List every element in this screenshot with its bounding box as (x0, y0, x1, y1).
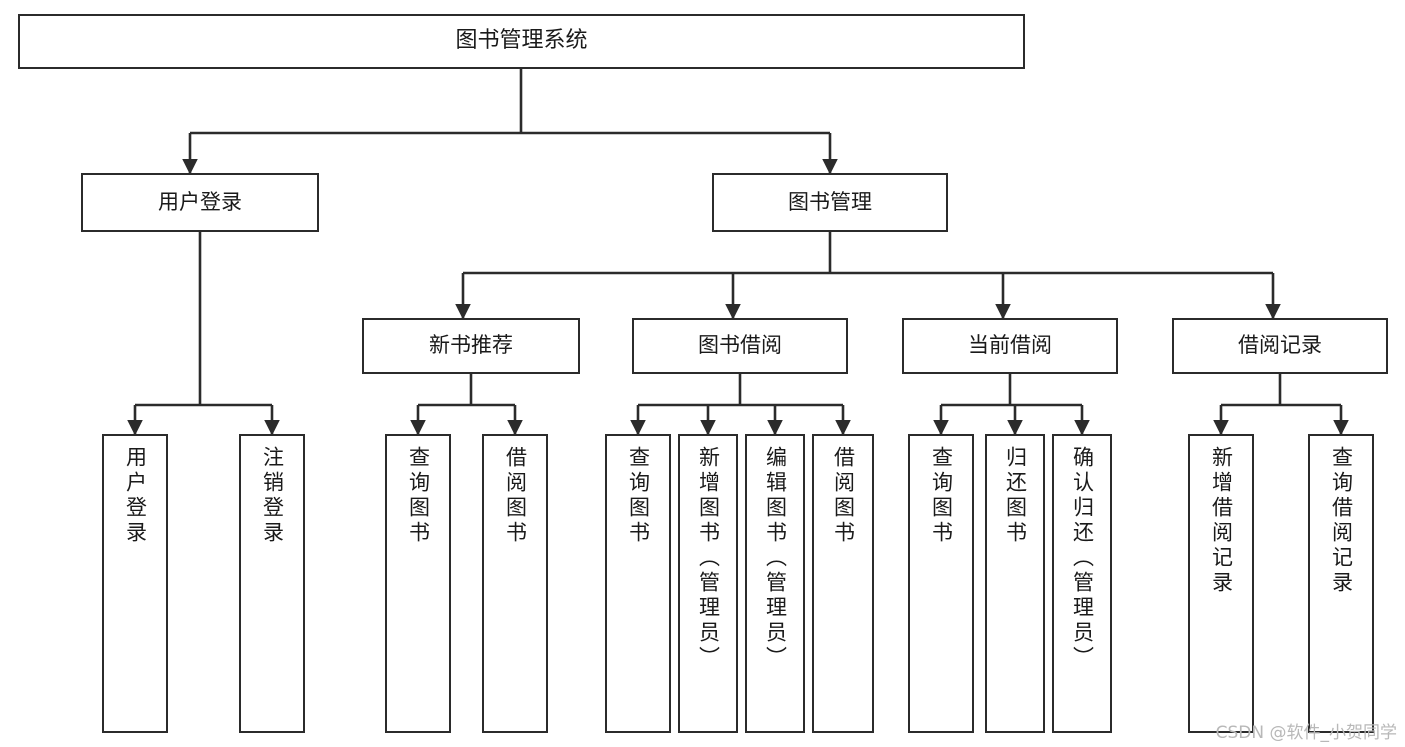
node-submodule-new-book-recommend[interactable]: 新书推荐 (362, 318, 580, 374)
node-label: 编辑图书（管理员） (763, 446, 788, 671)
node-function-leaf-user-logout[interactable]: 注销登录 (239, 434, 305, 733)
node-function-leaf-query-book-recommend[interactable]: 查询图书 (385, 434, 451, 733)
node-label: 新书推荐 (429, 333, 513, 358)
node-label: 当前借阅 (968, 333, 1052, 358)
node-function-leaf-borrow-book[interactable]: 借阅图书 (812, 434, 874, 733)
node-label: 图书管理 (788, 189, 872, 214)
node-label: 用户登录 (123, 446, 148, 546)
node-function-leaf-query-book-current[interactable]: 查询图书 (908, 434, 974, 733)
node-function-leaf-confirm-return-admin[interactable]: 确认归还（管理员） (1052, 434, 1112, 733)
node-label: 借阅图书 (503, 446, 528, 546)
node-function-leaf-query-book-borrow[interactable]: 查询图书 (605, 434, 671, 733)
node-label: 归还图书 (1003, 446, 1028, 546)
node-submodule-current-borrow[interactable]: 当前借阅 (902, 318, 1118, 374)
node-label: 查询图书 (406, 446, 431, 546)
node-label: 用户登录 (158, 189, 242, 214)
node-function-leaf-add-book-admin[interactable]: 新增图书（管理员） (678, 434, 738, 733)
node-label: 图书管理系统 (455, 28, 588, 54)
node-label: 新增图书（管理员） (696, 446, 721, 671)
node-module-user-login[interactable]: 用户登录 (81, 173, 319, 232)
node-function-leaf-borrow-book-recommend[interactable]: 借阅图书 (482, 434, 548, 733)
node-label: 借阅图书 (831, 446, 856, 546)
node-function-leaf-user-login[interactable]: 用户登录 (102, 434, 168, 733)
node-module-book-manage[interactable]: 图书管理 (712, 173, 948, 232)
node-label: 新增借阅记录 (1209, 446, 1234, 596)
node-label: 图书借阅 (698, 333, 782, 358)
node-function-leaf-edit-book-admin[interactable]: 编辑图书（管理员） (745, 434, 805, 733)
node-submodule-borrow-record[interactable]: 借阅记录 (1172, 318, 1388, 374)
node-label: 查询图书 (929, 446, 954, 546)
node-label: 查询图书 (626, 446, 651, 546)
node-label: 查询借阅记录 (1329, 446, 1354, 596)
node-label: 借阅记录 (1238, 333, 1322, 358)
node-function-leaf-query-borrow-record[interactable]: 查询借阅记录 (1308, 434, 1374, 733)
node-label: 注销登录 (260, 446, 285, 546)
node-label: 确认归还（管理员） (1070, 446, 1095, 671)
node-submodule-book-borrow[interactable]: 图书借阅 (632, 318, 848, 374)
node-function-leaf-add-borrow-record[interactable]: 新增借阅记录 (1188, 434, 1254, 733)
node-root-root[interactable]: 图书管理系统 (18, 14, 1025, 69)
node-function-leaf-return-book[interactable]: 归还图书 (985, 434, 1045, 733)
